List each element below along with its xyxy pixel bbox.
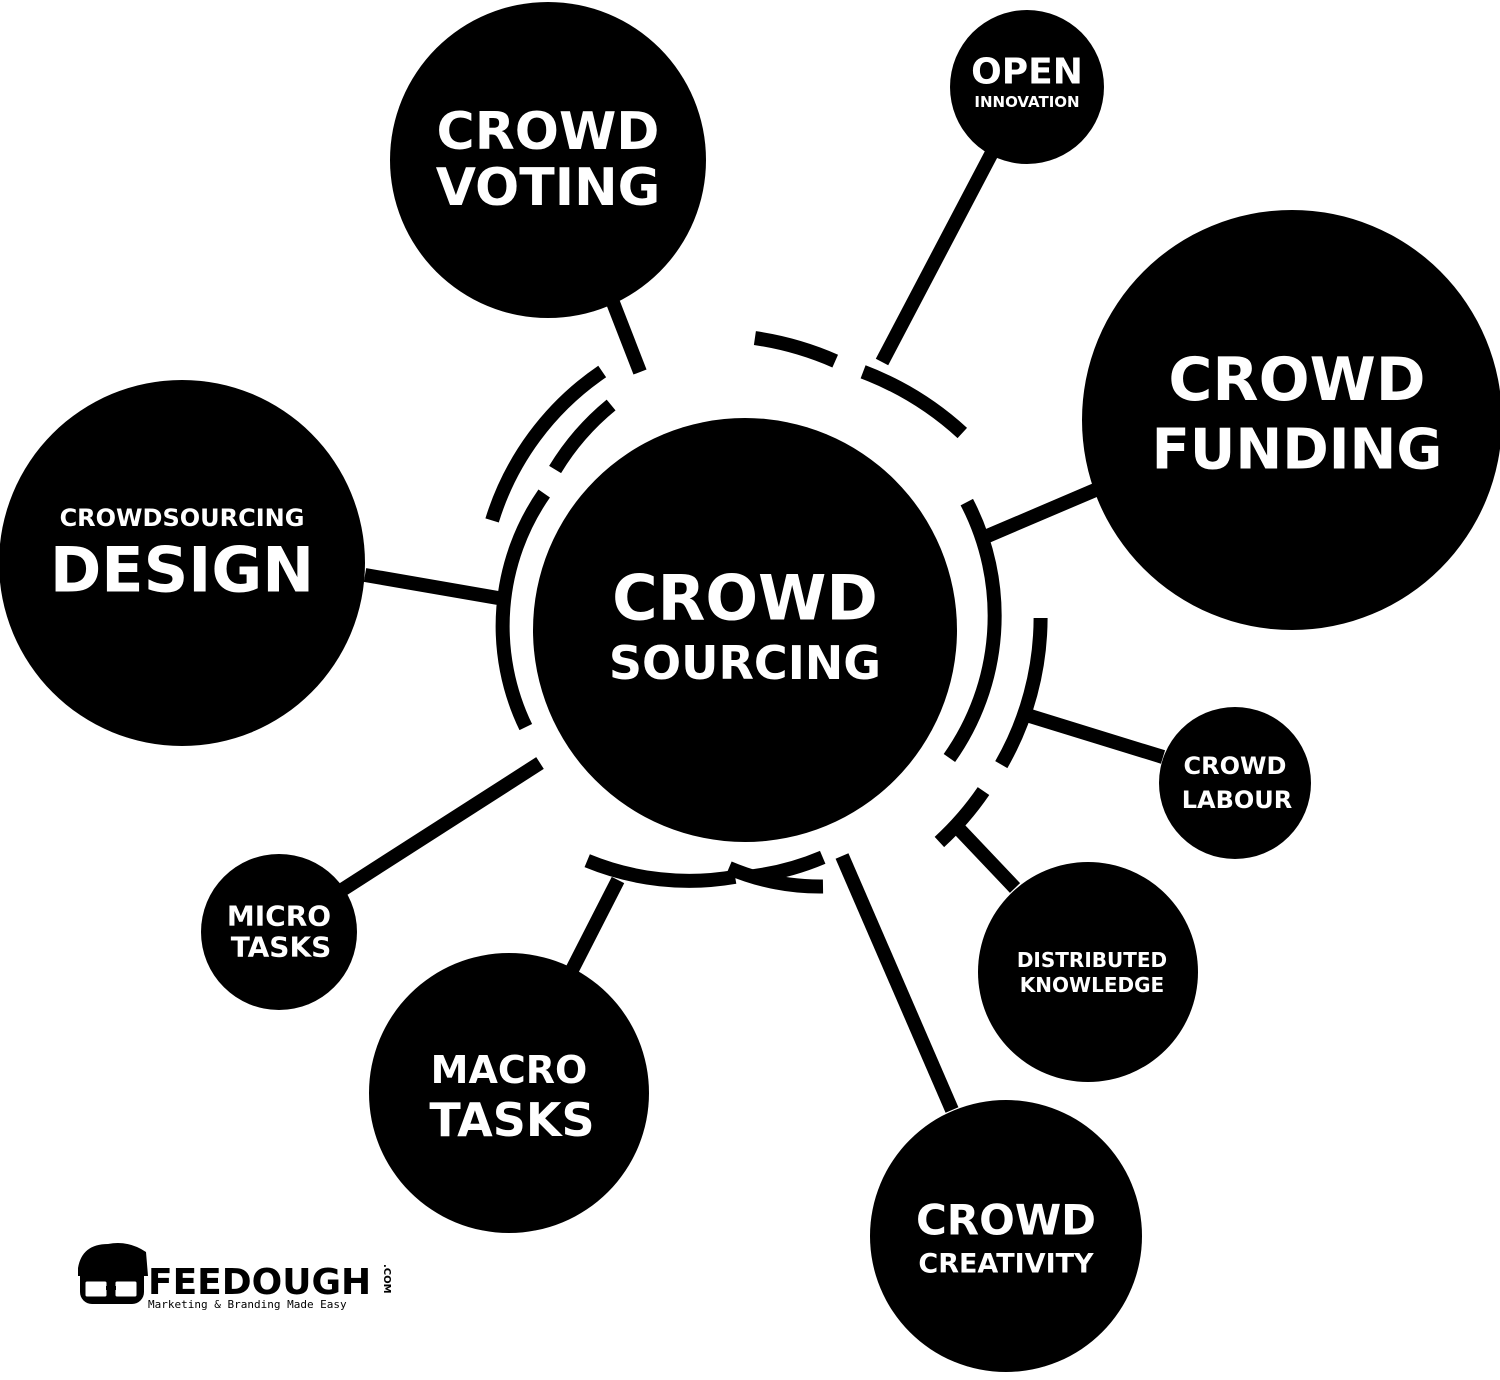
node-distributed-knowledge-line1: DISTRIBUTED bbox=[1017, 948, 1167, 972]
node-micro-tasks-line2: TASKS bbox=[231, 931, 332, 964]
brand-tagline: Marketing & Branding Made Easy bbox=[148, 1298, 347, 1311]
node-crowdsourcing-design-line2: DESIGN bbox=[50, 534, 314, 607]
node-macro-tasks-line1: MACRO bbox=[431, 1048, 588, 1092]
node-crowd-voting-line2: VOTING bbox=[436, 158, 661, 218]
node-micro-tasks: MICRO TASKS bbox=[201, 854, 357, 1010]
node-crowd-funding-line1: CROWD bbox=[1168, 345, 1425, 415]
node-crowd-voting-line1: CROWD bbox=[437, 102, 660, 162]
ring-arc bbox=[943, 498, 1002, 763]
node-crowd-creativity: CROWD CREATIVITY bbox=[870, 1100, 1142, 1372]
node-open-innovation-circle bbox=[950, 10, 1104, 164]
center-node: CROWD SOURCING bbox=[533, 418, 957, 842]
node-distributed-knowledge-line2: KNOWLEDGE bbox=[1020, 973, 1164, 997]
connector-micro-tasks bbox=[338, 757, 544, 896]
node-crowd-funding-line2: FUNDING bbox=[1152, 418, 1443, 483]
ring-arc bbox=[495, 489, 550, 731]
ring-arc bbox=[584, 854, 737, 888]
node-open-innovation-line1: OPEN bbox=[971, 52, 1083, 93]
node-crowd-creativity-circle bbox=[870, 1100, 1142, 1372]
node-crowdsourcing-design: CROWDSOURCING DESIGN bbox=[0, 380, 365, 746]
node-distributed-knowledge-circle bbox=[978, 862, 1198, 1082]
connector-crowd-creativity bbox=[835, 853, 959, 1113]
node-crowd-labour-circle bbox=[1159, 707, 1311, 859]
center-ring-arcs bbox=[485, 331, 1048, 894]
node-crowd-labour-line1: CROWD bbox=[1184, 752, 1287, 780]
ring-arc bbox=[485, 365, 607, 523]
brand-suffix: .COM bbox=[381, 1264, 392, 1294]
node-crowd-creativity-line1: CROWD bbox=[916, 1196, 1096, 1245]
node-crowdsourcing-design-circle bbox=[0, 380, 365, 746]
node-crowd-funding-circle bbox=[1082, 210, 1500, 630]
center-node-line2: SOURCING bbox=[609, 636, 881, 690]
ring-arc bbox=[549, 399, 616, 474]
center-node-circle bbox=[533, 418, 957, 842]
node-distributed-knowledge: DISTRIBUTED KNOWLEDGE bbox=[978, 862, 1198, 1082]
node-crowd-creativity-line2: CREATIVITY bbox=[918, 1249, 1094, 1280]
node-open-innovation-line2: INNOVATION bbox=[974, 93, 1079, 111]
connector-open-innovation bbox=[875, 141, 1003, 366]
node-open-innovation: OPEN INNOVATION bbox=[950, 10, 1104, 164]
node-crowd-labour: CROWD LABOUR bbox=[1159, 707, 1311, 859]
node-macro-tasks-circle bbox=[369, 953, 649, 1233]
ring-arc bbox=[995, 617, 1048, 769]
node-crowd-funding: CROWD FUNDING bbox=[1082, 210, 1500, 630]
connectors bbox=[338, 141, 1166, 1113]
connector-crowdsourcing-design bbox=[363, 568, 500, 605]
connector-crowd-voting bbox=[605, 297, 647, 375]
node-crowd-voting-circle bbox=[390, 2, 706, 318]
connector-macro-tasks bbox=[565, 876, 625, 974]
connector-crowd-labour bbox=[1027, 709, 1166, 764]
center-node-line1: CROWD bbox=[612, 562, 878, 635]
ring-arc bbox=[934, 787, 990, 848]
node-crowd-voting: CROWD VOTING bbox=[390, 2, 706, 318]
ring-arc bbox=[860, 365, 968, 439]
connector-crowd-funding bbox=[975, 481, 1103, 547]
node-macro-tasks-line2: TASKS bbox=[429, 1093, 594, 1147]
node-macro-tasks: MACRO TASKS bbox=[369, 953, 649, 1233]
brand-logo: FEEDOUGH .COM Marketing & Branding Made … bbox=[78, 1243, 392, 1311]
ring-arc bbox=[753, 331, 839, 368]
ring-arc bbox=[726, 861, 824, 894]
node-crowdsourcing-design-line1: CROWDSOURCING bbox=[60, 504, 305, 532]
connector-distributed-knowledge bbox=[954, 825, 1021, 893]
node-micro-tasks-line1: MICRO bbox=[227, 900, 331, 933]
brand-name: FEEDOUGH bbox=[148, 1262, 371, 1303]
node-crowd-labour-line2: LABOUR bbox=[1182, 786, 1293, 814]
node-micro-tasks-circle bbox=[201, 854, 357, 1010]
nerd-glasses-face-icon bbox=[78, 1243, 148, 1304]
